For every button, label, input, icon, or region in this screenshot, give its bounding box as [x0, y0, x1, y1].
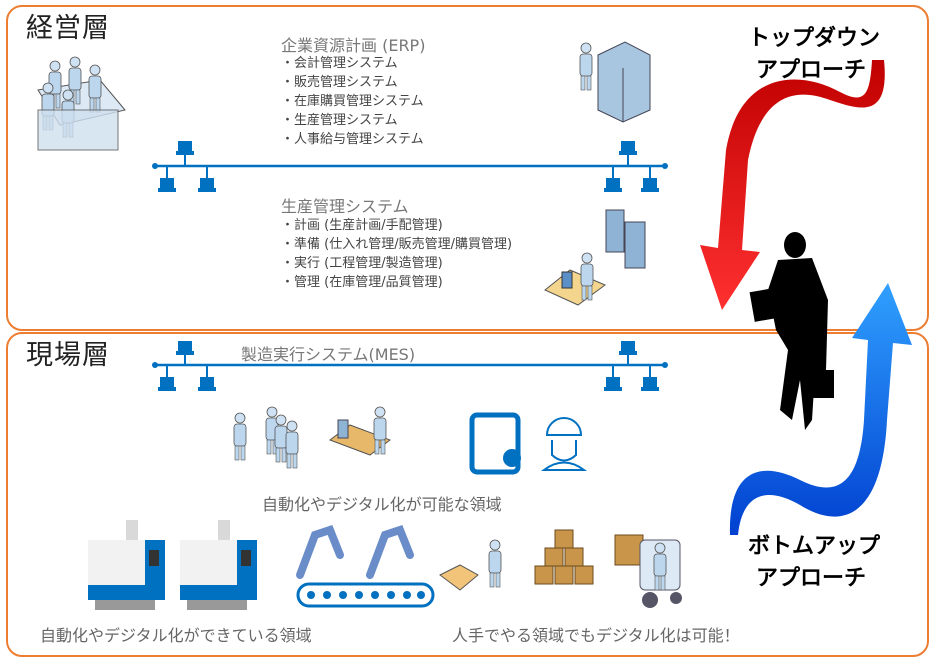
cnc-machine-icon-1 [88, 520, 165, 610]
erp-title: 企業資源計画 (ERP) [281, 36, 426, 55]
erp-item: ・販売管理システム [281, 75, 398, 90]
production-list: ・計画 (生産計画/手配管理) ・準備 (仕入れ管理/販売管理/購買管理) ・実… [281, 216, 512, 292]
assembly-worker-icon [328, 406, 392, 456]
mes-network-bus [152, 341, 668, 391]
erp-item: ・会計管理システム [281, 56, 398, 71]
top-down-arrow [700, 60, 885, 310]
top-down-line2: アプローチ [756, 57, 867, 83]
caption-done: 自動化やデジタル化ができている領域 [40, 626, 312, 645]
production-item: ・実行 (工程管理/製造管理) [281, 256, 443, 271]
production-title: 生産管理システム [281, 197, 409, 216]
robot-arm-conveyor-icon [296, 525, 435, 608]
management-layer-box [6, 5, 929, 331]
mes-title: 製造実行システム(MES) [241, 345, 416, 364]
workers-group-icon [233, 406, 299, 469]
bottom-up-line2: アプローチ [756, 565, 867, 591]
top-down-line1: トップダウン [748, 25, 881, 51]
production-item: ・計画 (生産計画/手配管理) [281, 218, 443, 233]
server-rack-operator-icon [579, 41, 651, 123]
meeting-people-icon [37, 56, 126, 151]
helmet-worker-icon [540, 417, 588, 471]
erp-list: ・会計管理システム ・販売管理システム ・在庫購買管理システム ・生産管理システ… [281, 54, 424, 149]
field-layer-label: 現場層 [26, 340, 110, 371]
caption-manual: 人手でやる領域でもデジタル化は可能！ [452, 626, 740, 645]
bottom-up-label: ボトムアップ アプローチ [748, 530, 880, 594]
production-item: ・準備 (仕入れ管理/販売管理/購買管理) [281, 237, 513, 252]
erp-item: ・生産管理システム [281, 113, 398, 128]
bottom-up-arrow [729, 283, 912, 535]
cnc-machine-icon-2 [180, 520, 257, 610]
field-layer-box [6, 332, 929, 657]
erp-network-bus [152, 141, 668, 192]
top-down-label: トップダウン アプローチ [748, 22, 880, 86]
production-item: ・管理 (在庫管理/品質管理) [281, 275, 443, 290]
management-layer-label: 経営層 [26, 13, 110, 44]
bottom-up-line1: ボトムアップ [748, 533, 881, 559]
packing-worker-icon [439, 539, 502, 591]
erp-item: ・人事給与管理システム [281, 132, 424, 147]
businessman-silhouette-icon [749, 232, 834, 430]
tablet-touch-icon [469, 412, 521, 475]
forklift-worker-icon [614, 534, 682, 608]
caption-possible: 自動化やデジタル化が可能な領域 [262, 495, 502, 514]
boxes-stack-icon [534, 529, 594, 585]
erp-item: ・在庫購買管理システム [281, 94, 424, 109]
servers-desk-worker-icon [544, 209, 646, 306]
